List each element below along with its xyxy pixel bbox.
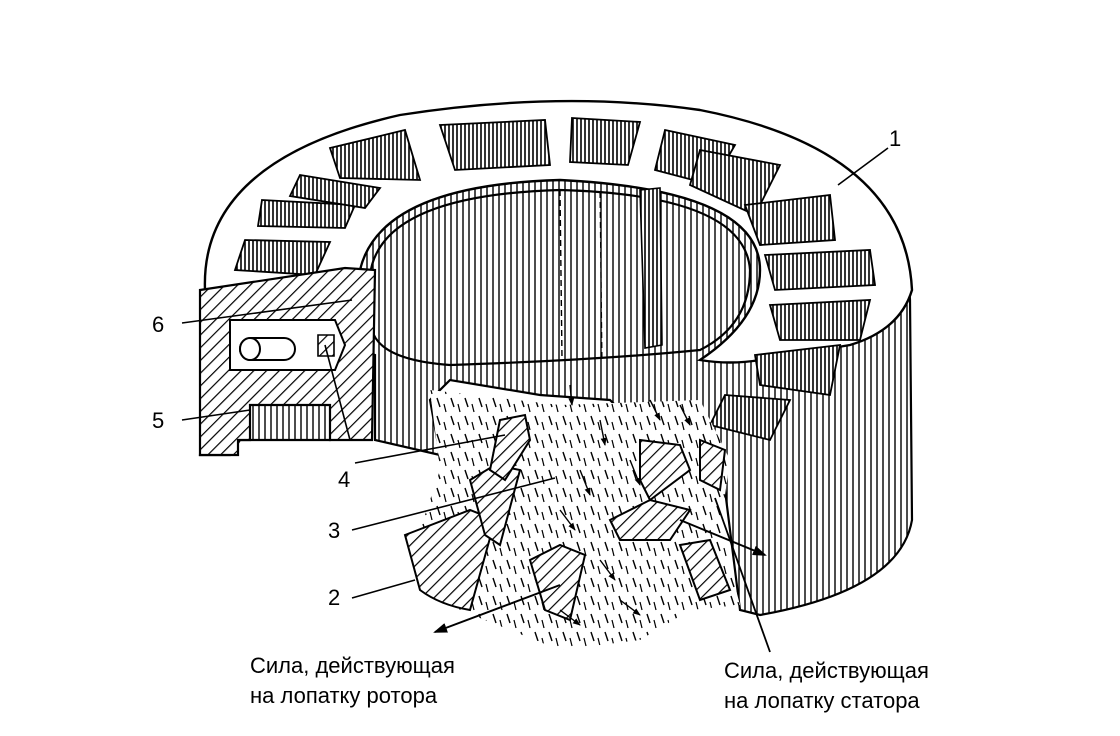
leader-2 xyxy=(351,579,416,599)
label-6: 6 xyxy=(152,312,164,337)
leader-5 xyxy=(181,409,251,421)
label-1: 1 xyxy=(889,126,901,151)
stator-caption-line2: на лопатку статора xyxy=(724,688,920,713)
leader-4 xyxy=(354,434,506,464)
rotor-blades xyxy=(403,413,587,622)
stator-blades xyxy=(608,438,732,602)
label-3: 3 xyxy=(328,518,340,543)
label-4: 4 xyxy=(338,467,350,492)
leader-lines xyxy=(181,147,889,599)
ring-blade-windows xyxy=(233,117,877,442)
rotor-force-caption: Сила, действующая на лопатку ротора xyxy=(250,651,455,711)
force-arrows xyxy=(433,497,771,653)
leader-6 xyxy=(181,299,353,324)
stator-caption-line1: Сила, действующая xyxy=(724,658,929,683)
leader-4b xyxy=(324,344,351,441)
stator-force-arrow xyxy=(679,519,767,556)
label-5: 5 xyxy=(152,408,164,433)
stator-force-caption: Сила, действующая на лопатку статора xyxy=(724,656,929,716)
leader-3 xyxy=(351,477,556,531)
flow-arrows xyxy=(559,384,691,626)
rotor-caption-line1: Сила, действующая xyxy=(250,653,455,678)
part-labels: 1 2 3 4 5 6 xyxy=(152,126,901,610)
rotor-force-arrow xyxy=(433,584,561,633)
rotor-caption-line2: на лопатку ротора xyxy=(250,683,438,708)
stator-force-pointer xyxy=(714,497,771,653)
inner-bore xyxy=(368,187,752,367)
leader-1 xyxy=(837,147,889,186)
label-2: 2 xyxy=(328,585,340,610)
